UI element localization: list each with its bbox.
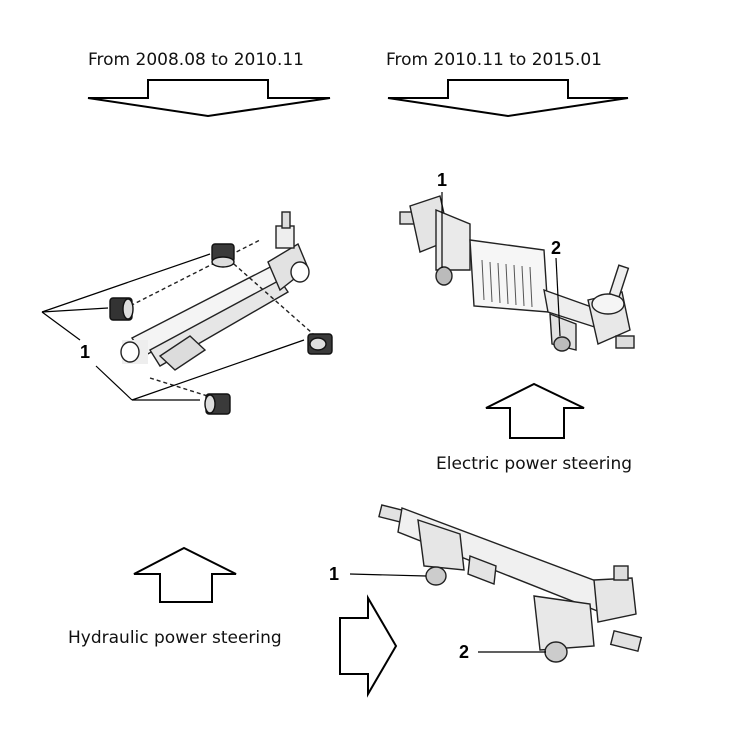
rubber-bush-right [307,333,333,355]
heading-period-2010-2015: From 2010.11 to 2015.01 [386,50,602,70]
callout-eps-mount-1: 1 [437,170,448,190]
callout-hyd-mount-1: 1 [329,564,340,584]
down-arrow-right [387,79,629,118]
rubber-bush-bottom [204,393,231,415]
leader-lines-hydraulic [349,573,546,653]
electric-steering-rack [399,195,635,352]
steering-rack-exploded [117,211,321,399]
callout-eps-mount-2: 2 [551,238,562,258]
hydraulic-steering-rack [378,504,643,663]
rubber-bush-left [109,297,134,321]
leader-lines-rack-mounts [41,253,305,401]
heading-period-2008-2010: From 2008.08 to 2010.11 [88,50,304,70]
label-electric-power-steering: Electric power steering [436,454,633,474]
callout-hyd-mount-2: 2 [459,642,470,662]
leader-lines-eps [441,192,561,337]
up-arrow-hydraulic [133,546,237,603]
label-hydraulic-power-steering: Hydraulic power steering [68,628,282,648]
rubber-bush-top [211,243,235,268]
callout-rack-mounts: 1 [80,342,91,362]
up-arrow-electric [485,382,585,439]
down-arrow-left [87,79,331,118]
right-arrow-hydraulic [339,594,398,698]
